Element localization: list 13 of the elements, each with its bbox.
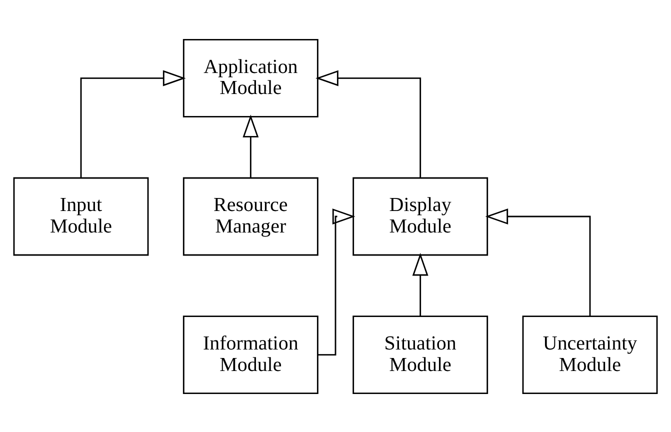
node-box: Resource Manager xyxy=(182,176,318,256)
node-box: Information Module xyxy=(182,315,318,394)
arrow xyxy=(316,70,422,178)
node-box: Application Module xyxy=(182,38,318,117)
node-box: Situation Module xyxy=(352,315,488,394)
arrow xyxy=(80,70,186,178)
arrow xyxy=(242,114,259,178)
node-box: Input Module xyxy=(13,176,149,256)
arrow xyxy=(485,208,591,316)
node-box: Display Module xyxy=(352,176,488,256)
node-box: Uncertainty Module xyxy=(522,315,658,394)
arrow xyxy=(318,208,356,356)
arrow xyxy=(412,252,428,316)
